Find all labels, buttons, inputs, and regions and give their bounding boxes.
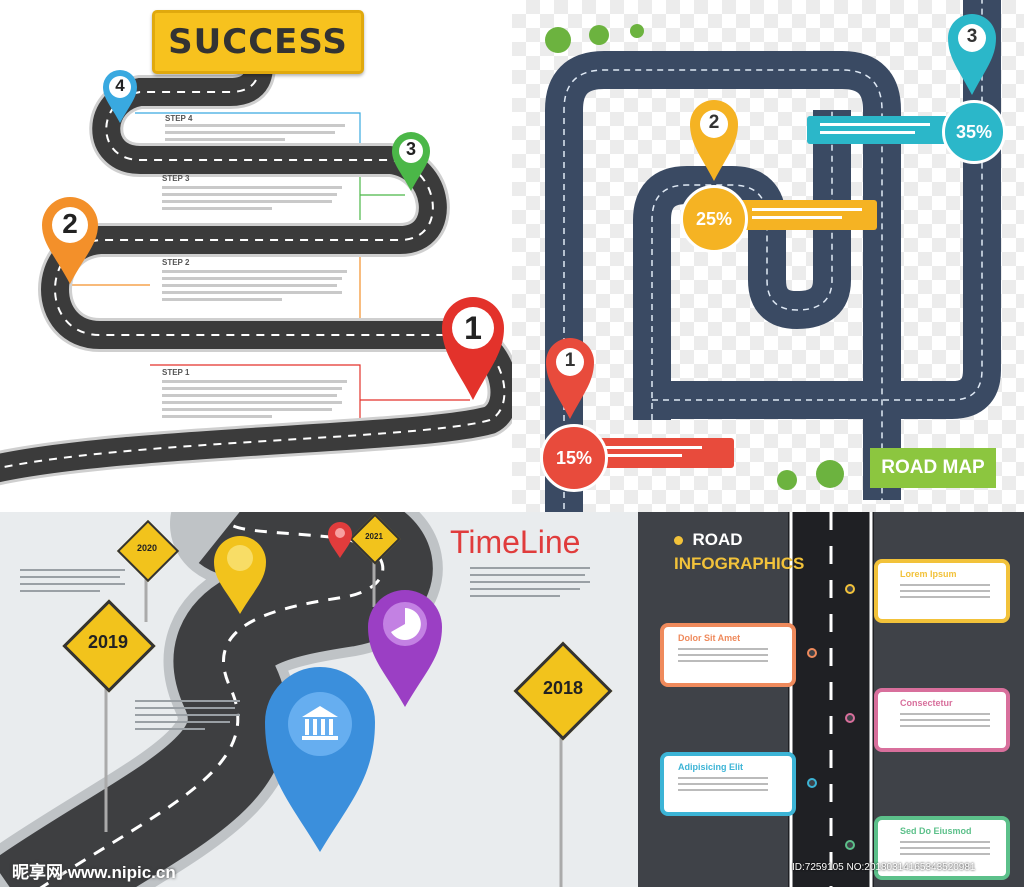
location-pin-icon bbox=[690, 100, 738, 181]
header-infographics: INFOGRAPHICS bbox=[674, 554, 805, 573]
map-pin-1-number: 1 bbox=[564, 350, 576, 371]
info-card-5-lines bbox=[900, 841, 990, 859]
road-map-badge: ROAD MAP bbox=[870, 448, 996, 488]
info-card-1-lines bbox=[900, 584, 990, 602]
header-road: ROAD bbox=[692, 530, 743, 549]
location-pin-icon bbox=[42, 197, 98, 284]
road-map-badge-text: ROAD MAP bbox=[881, 457, 985, 478]
purple-pie-chart-pin-icon bbox=[368, 590, 442, 707]
pin-3-marker: 3 bbox=[390, 130, 432, 192]
watermark-id: ID:7259105 NO:20180314165343520981 bbox=[792, 862, 976, 873]
step-4-title: STEP 4 bbox=[165, 114, 193, 123]
panel-success-road: SUCCESS STEP 4 STEP 3 STEP 2 STEP 1 4 3 … bbox=[0, 0, 512, 512]
pin-3-number: 3 bbox=[405, 139, 416, 159]
location-pin-icon bbox=[948, 14, 996, 95]
map-pin-3: 3 bbox=[946, 12, 998, 96]
year-sign-2018-text: 2018 bbox=[542, 678, 584, 698]
red-small-pin-icon bbox=[328, 522, 352, 558]
timeline-road-illustration bbox=[0, 512, 590, 887]
info-card-1: Lorem Ipsum bbox=[874, 559, 1010, 623]
location-pin-icon bbox=[546, 338, 594, 419]
timeline-title: TimeLine bbox=[450, 524, 581, 560]
lightbulb-icon bbox=[674, 535, 683, 545]
location-pin-icon bbox=[103, 70, 137, 123]
year-sign-2019-text: 2019 bbox=[87, 632, 129, 652]
pct-15-circle: 15% bbox=[540, 424, 608, 492]
step-3-title: STEP 3 bbox=[162, 174, 190, 183]
info-card-4-lines bbox=[678, 777, 768, 795]
info-card-5: Sed Do Eiusmod bbox=[874, 816, 1010, 880]
pin-1-number: 1 bbox=[464, 310, 482, 346]
map-pin-3-number: 3 bbox=[966, 26, 978, 47]
year-sign-2021-text: 2021 bbox=[365, 532, 383, 541]
pin-1-marker: 1 bbox=[440, 295, 506, 401]
map-pin-2: 2 bbox=[688, 98, 740, 182]
step-1-title: STEP 1 bbox=[162, 368, 190, 377]
timeline-pins bbox=[214, 522, 442, 852]
success-sign-text: SUCCESS bbox=[168, 22, 348, 62]
pin-4-marker: 4 bbox=[101, 68, 139, 124]
pct-35-circle: 35% bbox=[942, 100, 1006, 164]
pin-4-number: 4 bbox=[115, 76, 125, 95]
info-card-3-lines bbox=[900, 713, 990, 731]
info-card-4: Adipisicing Elit bbox=[660, 752, 796, 816]
panel-road-infographics: ROAD INFOGRAPHICS Lorem Ipsum Dolor Sit … bbox=[638, 512, 1024, 887]
info-card-5-title: Sed Do Eiusmod bbox=[900, 826, 972, 836]
success-sign: SUCCESS bbox=[152, 10, 364, 74]
info-card-2-lines bbox=[678, 648, 768, 666]
map-pin-1: 1 bbox=[544, 336, 596, 420]
pct-25-circle: 25% bbox=[680, 185, 748, 253]
info-card-2: Dolor Sit Amet bbox=[660, 623, 796, 687]
pin-2-marker: 2 bbox=[40, 195, 100, 285]
panel-timeline: TimeLine 2020 2021 2019 2018 bbox=[0, 512, 638, 887]
pct-35-text: 35% bbox=[955, 121, 993, 142]
pct-15-text: 15% bbox=[555, 447, 593, 468]
step-2-title: STEP 2 bbox=[162, 258, 190, 267]
info-card-3-title: Consectetur bbox=[900, 698, 953, 708]
map-pin-2-number: 2 bbox=[708, 112, 720, 133]
winding-road-illustration bbox=[0, 45, 512, 486]
yellow-chart-pin-icon bbox=[214, 536, 266, 614]
pin-2-number: 2 bbox=[62, 208, 78, 239]
info-card-2-title: Dolor Sit Amet bbox=[678, 633, 741, 643]
straight-road-illustration bbox=[788, 512, 874, 887]
location-pin-icon bbox=[442, 297, 504, 400]
road-infographics-header: ROAD INFOGRAPHICS bbox=[674, 530, 804, 574]
watermark-brand: 昵享网 www.nipic.cn bbox=[12, 863, 176, 882]
year-sign-2020-text: 2020 bbox=[136, 543, 158, 553]
info-card-1-title: Lorem Ipsum bbox=[900, 569, 957, 579]
blue-bank-pin-icon bbox=[265, 667, 375, 852]
location-pin-icon bbox=[392, 132, 430, 191]
panel-road-map: 15% 25% 35% 1 2 3 ROAD MAP bbox=[512, 0, 1024, 512]
info-card-3: Consectetur bbox=[874, 688, 1010, 752]
pct-25-text: 25% bbox=[695, 208, 733, 229]
info-card-4-title: Adipisicing Elit bbox=[678, 762, 744, 772]
spiral-road-illustration bbox=[545, 0, 1001, 512]
